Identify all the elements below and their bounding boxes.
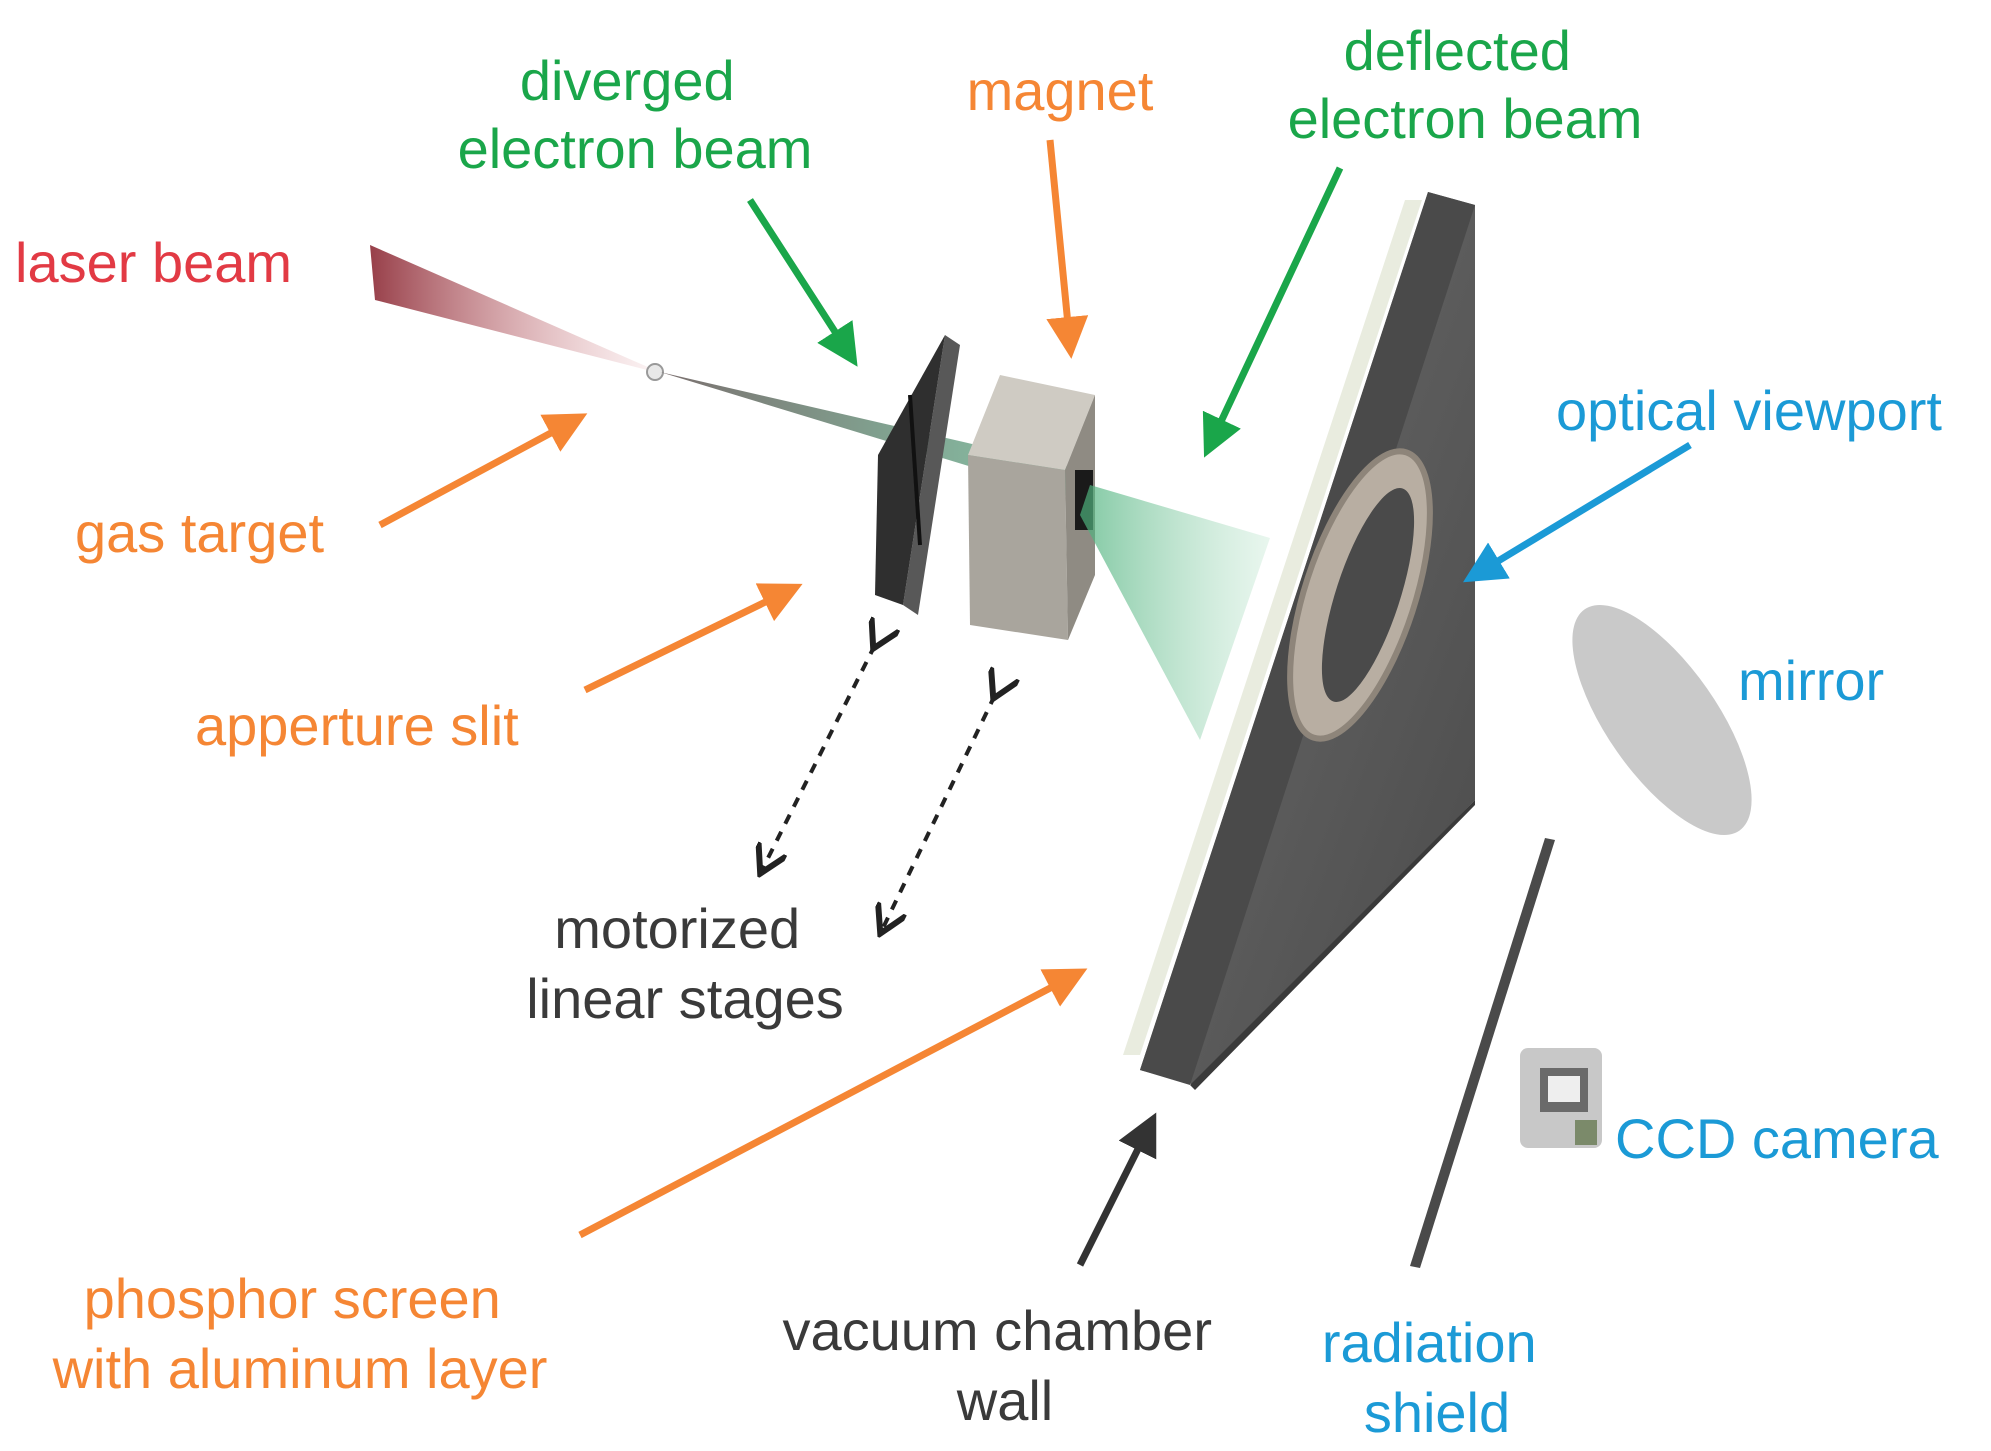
phosphor-screen-arrow [578,968,1088,1239]
label-motorized-stages: motorized linear stages [526,897,844,1030]
gas-target-nozzle [646,363,664,381]
stage-motion-arrow-magnet [882,695,995,930]
optical-viewport-arrow [1463,442,1692,583]
label-diverged-beam: diverged electron beam [458,49,813,180]
label-radiation-shield: radiation shield [1322,1311,1552,1444]
label-vacuum-wall: vacuum chamber wall [782,1299,1227,1432]
gas-target-arrow [378,413,588,529]
stage-motion-arrow-slit [762,645,875,870]
laser-beam-cone [370,245,655,372]
label-deflected-beam: deflected electron beam [1288,19,1643,150]
label-gas-target: gas target [75,501,324,564]
label-aperture-slit: apperture slit [195,694,519,757]
diverged-beam-arrow [747,198,858,367]
label-ccd-camera: CCD camera [1615,1107,1939,1170]
label-magnet: magnet [967,59,1154,122]
vacuum-wall-arrow [1076,1112,1157,1267]
aperture-slit-plate [903,335,960,615]
aperture-slit-arrow [583,583,803,694]
label-optical-viewport: optical viewport [1556,379,1942,442]
deflected-beam-arrow [1202,166,1344,458]
label-mirror: mirror [1738,649,1884,712]
mirror [1572,605,1752,835]
ccd-camera [1520,1048,1602,1148]
deflected-electron-beam [1080,485,1270,740]
label-phosphor-screen: phosphor screen with aluminum layer [52,1267,548,1400]
magnet-arrow [1046,139,1089,359]
phosphor-screen [1123,200,1422,1055]
magnet-block [968,375,1095,470]
label-laser-beam: laser beam [15,231,292,294]
radiation-shield [1410,838,1555,1268]
